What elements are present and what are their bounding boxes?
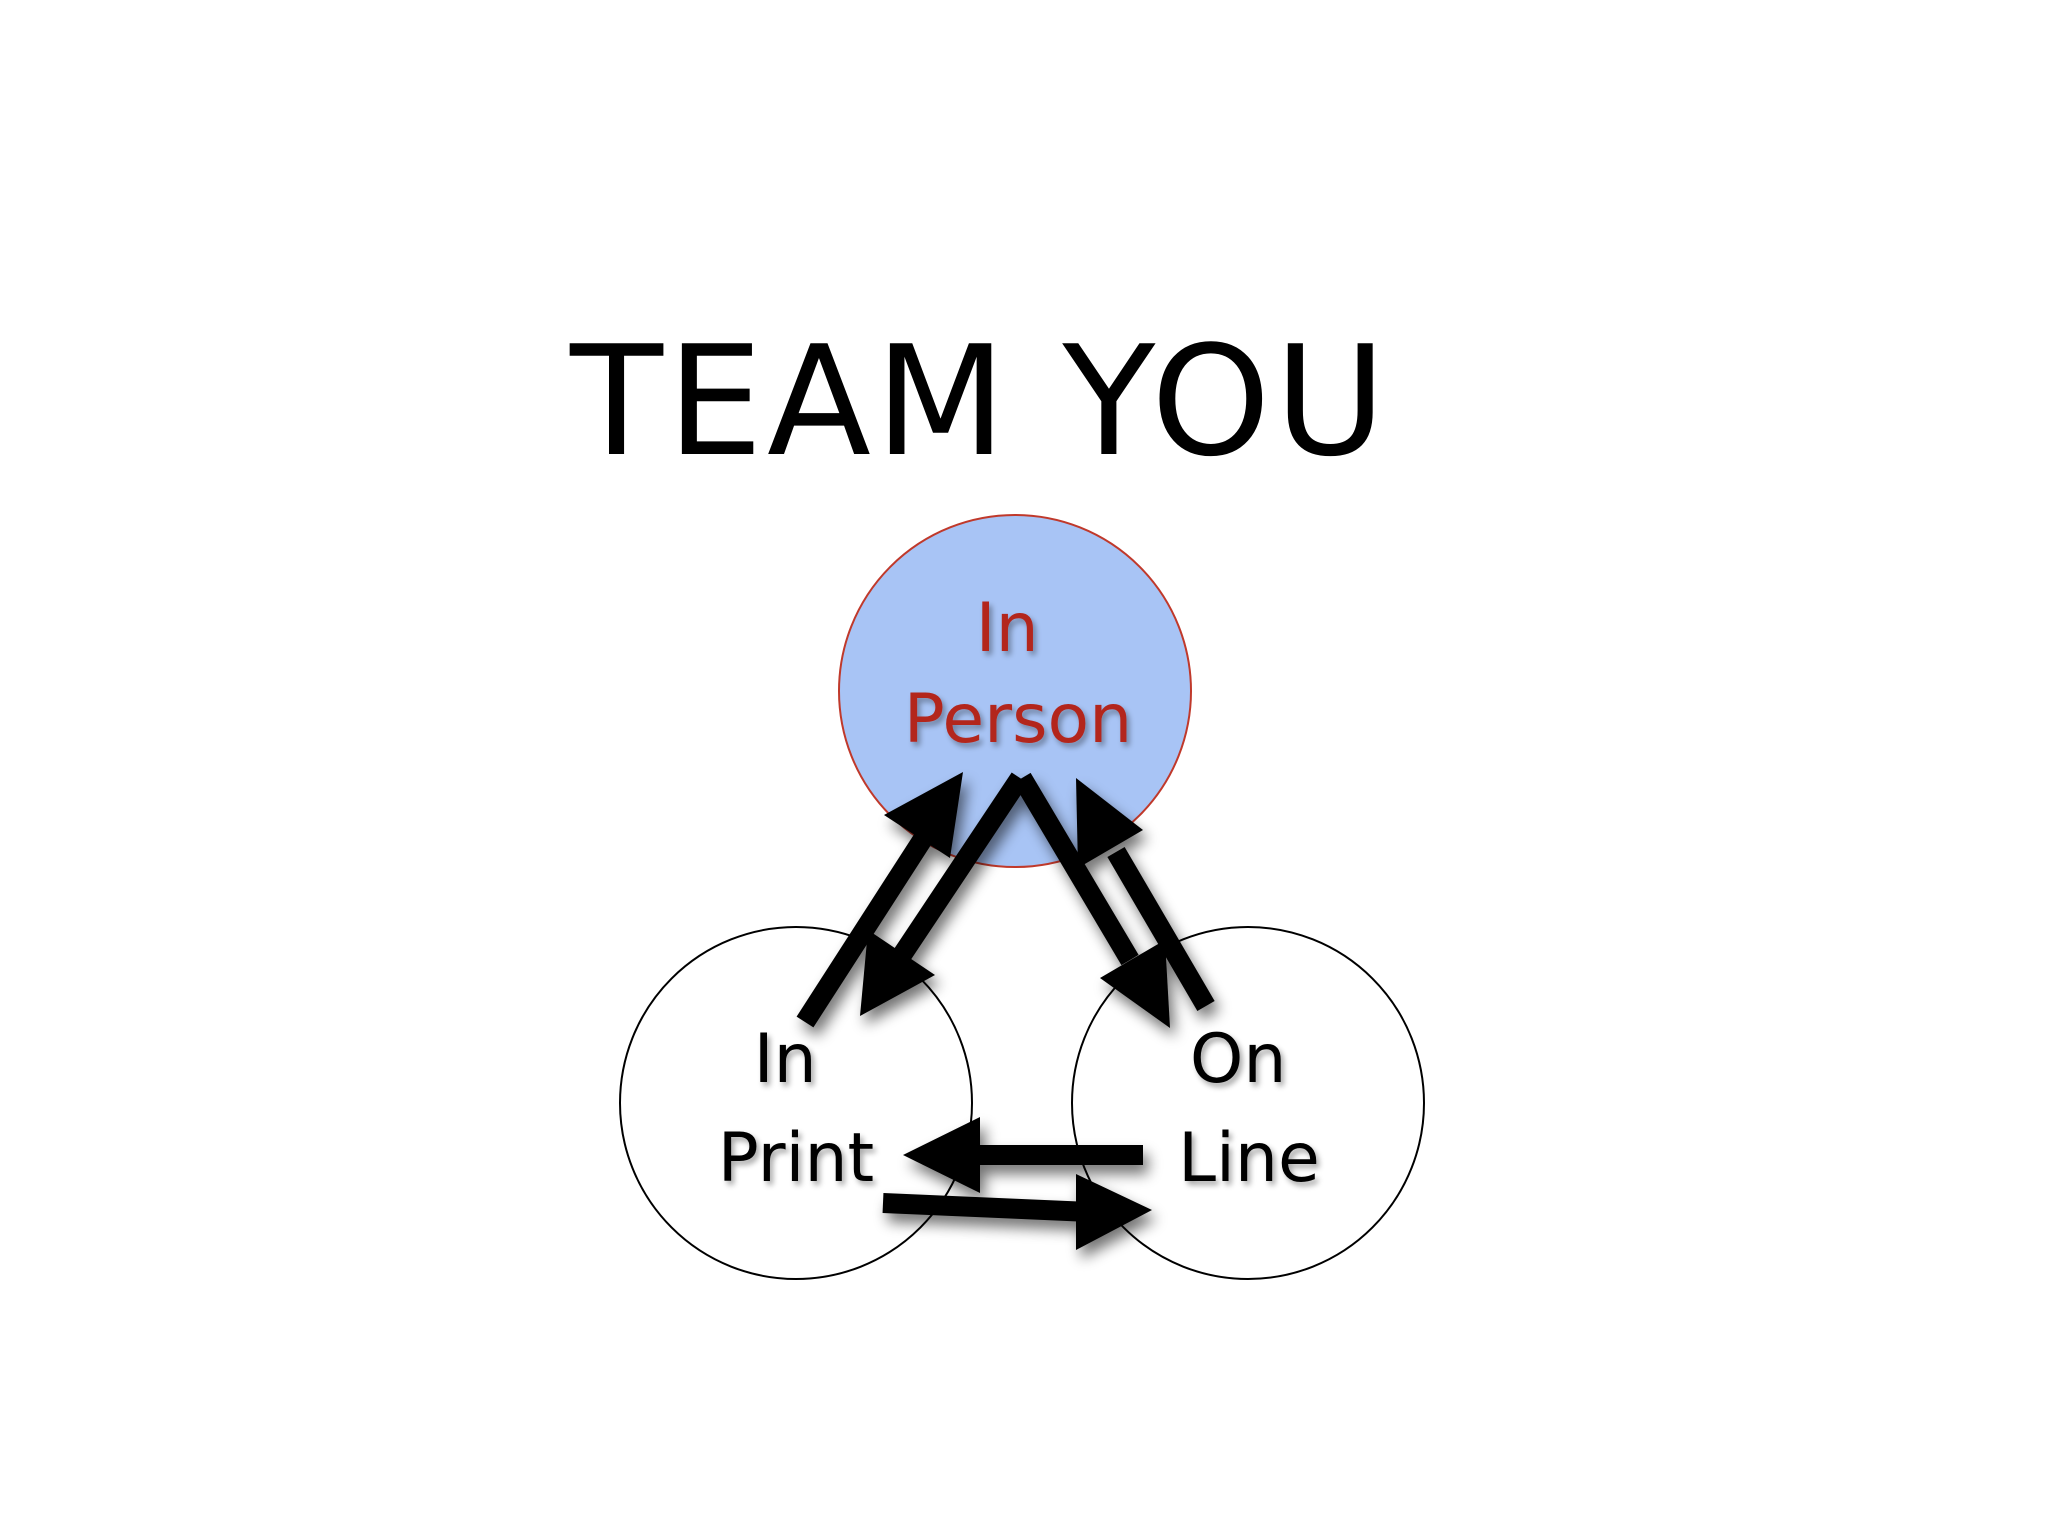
node-in-print-circle (619, 926, 973, 1280)
node-in-print-line2: Print (718, 1119, 874, 1198)
arrow-on-line-to-in-print (903, 1117, 1143, 1193)
arrow-in-person-to-on-line (1013, 772, 1170, 1028)
node-on-line-line1: On (1190, 1020, 1287, 1099)
node-in-person-line2: Person (904, 680, 1133, 759)
node-on-line-line2: Line (1178, 1119, 1320, 1198)
arrow-in-person-to-in-print (860, 772, 1029, 1016)
slide-title: TEAM YOU (570, 313, 1390, 490)
node-in-print-label: In Print (718, 1020, 874, 1198)
arrow-in-print-to-in-person (796, 772, 963, 1028)
arrow-on-line-to-in-person (1076, 778, 1215, 1012)
node-in-person-label: In Person (904, 589, 1133, 759)
node-in-person-circle (838, 514, 1192, 868)
node-in-print-line1: In (754, 1020, 817, 1099)
arrow-in-print-to-on-line (882, 1174, 1152, 1250)
node-on-line-label: On Line (1178, 1020, 1320, 1198)
node-in-person-line1: In (976, 589, 1039, 668)
